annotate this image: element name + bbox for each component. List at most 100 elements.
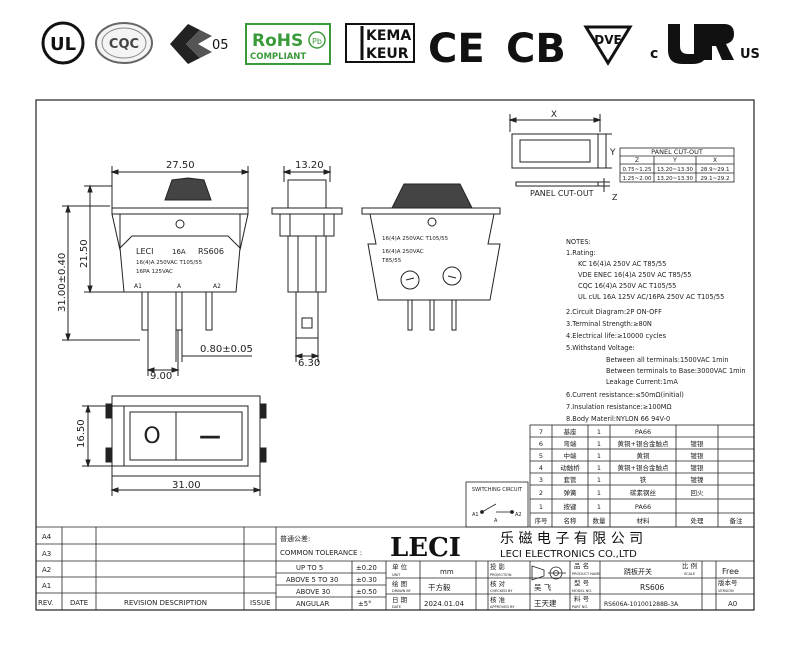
note-line: 7.Insulation resistance:≥100MΩ (566, 403, 672, 411)
vde-logo: DVE (583, 25, 633, 66)
note-line: VDE ENEC 16(4)A 250V AC T85/55 (578, 271, 691, 279)
drawn-label: 绘 图 (392, 579, 407, 588)
keur-text: KEUR (366, 46, 409, 62)
cutout-x-label: X (551, 110, 557, 120)
bom-header: 名称 (564, 516, 578, 525)
switching-circuit-title: SWITCHING CIRCUIT (472, 487, 523, 493)
bom-cell: 1 (597, 440, 601, 448)
note-line: UL cUL 16A 125V AC/16PA 250V AC T105/55 (578, 293, 724, 301)
cutout-r1-y: 13.20~13.30 (657, 167, 694, 173)
front-height-dim: 21.50 (79, 239, 90, 268)
note-line: 2.Circuit Diagram:2P ON-OFF (566, 308, 662, 316)
model-label-en: MODEL NO. (572, 589, 592, 593)
date-label: 日 期 (392, 596, 408, 604)
approved-label-en: APPROVED BY (490, 605, 515, 609)
switching-a2: A2 (515, 512, 522, 518)
bom-cell: 1 (539, 503, 543, 511)
checked-value: 吴 飞 (534, 583, 552, 592)
outer-frame (35, 99, 755, 611)
bom-cell: 回火 (691, 489, 705, 497)
bom-cell: 动触桥 (560, 463, 580, 472)
bom-cell: 弹簧 (564, 488, 578, 497)
tolerance-title: 普通公差: (280, 534, 310, 543)
notes-title: NOTES: (566, 238, 591, 246)
note-line: CQC 16(4)A 250V AC T105/55 (578, 282, 676, 290)
panel-cutout (508, 114, 612, 192)
bom-cell: 黄铜+银合金触点 (618, 439, 669, 448)
rohs-pb: Pb (312, 37, 322, 46)
rev-header: REV. (38, 599, 53, 607)
checked-label-en: CHECKED BY (490, 589, 513, 593)
tolerance-range: UP TO 5 (296, 564, 323, 572)
ce-logo: CE (428, 26, 485, 72)
drawn-label-en: DRAWN BY (392, 589, 412, 593)
part-label-en: PART NO. (572, 605, 588, 609)
terminal-pitch-dim: 9.00 (150, 371, 172, 382)
note-line: 8.Body Materil:NYLON 66 94V-0 (566, 415, 670, 423)
issue-header: ISSUE (250, 599, 271, 607)
switching-a: A (494, 518, 498, 524)
bom-cell: 1 (597, 503, 601, 511)
rear-label-line1: 16(4)A 250VAC T105/55 (382, 236, 449, 242)
tolerance-range: ABOVE 30 (296, 588, 330, 596)
company-logo: LECI (390, 533, 461, 563)
tolerance-value: ±0.50 (356, 588, 377, 596)
rear-label-line2: 16(4)A 250VAC (382, 249, 424, 255)
cb-text: CB (506, 26, 566, 72)
note-line: 4.Electrical life:≥10000 cycles (566, 332, 667, 340)
part-value: RS606A-101001288B-3A (604, 601, 679, 608)
kema-keur-logo: KEMA KEUR (345, 23, 415, 63)
rohs-compliant: COMPLIANT (250, 52, 306, 62)
ul-text: UL (50, 34, 76, 55)
note-line: Between all terminals:1500VAC 1min (606, 356, 729, 364)
cutout-table (619, 147, 735, 183)
label-model: RS606 (198, 247, 224, 256)
bom-header: 材料 (637, 516, 651, 525)
rear-view (361, 183, 501, 331)
curus-c: c (650, 46, 658, 62)
scale-value: Free (722, 567, 739, 576)
notes: NOTES: 1.Rating: KC 16(4)A 250V AC T85/5… (566, 238, 746, 423)
company-en: LECI ELECTRONICS CO.,LTD (500, 549, 637, 560)
bom-cell: 套管 (564, 475, 578, 484)
top-view (82, 395, 267, 496)
cutout-r1-z: 0.75~1.25 (622, 167, 652, 173)
bom-cell: 镀镍 (691, 475, 705, 484)
model-value: RS606 (640, 583, 665, 592)
cutout-y-label: Y (609, 148, 616, 158)
bom-header: 处理 (691, 516, 705, 525)
bom-cell: 黄铜+银合金触点 (618, 463, 669, 472)
bom-header: 序号 (535, 516, 549, 525)
cqc-text: CQC (109, 37, 139, 52)
off-symbol: O (143, 424, 160, 449)
bom-cell: 7 (539, 428, 543, 436)
note-line: 3.Terminal Strength:≥80N (566, 320, 652, 328)
on-symbol: — (199, 424, 221, 449)
label-rating: 16A (172, 248, 186, 256)
rev-a1: A1 (42, 582, 51, 590)
note-line: Between terminals to Base:3000VAC 1min (606, 367, 746, 375)
bom-cell: 弯端 (564, 439, 578, 448)
bom-cell: 按键 (564, 502, 578, 511)
bom-cell: 镀银 (691, 451, 705, 460)
ul-logo: UL (41, 21, 85, 65)
cutout-r2-z: 1.25~2.00 (622, 176, 652, 182)
date-header: DATE (70, 599, 88, 607)
bom-cell: 1 (597, 464, 601, 472)
ce-text: CE (428, 26, 485, 72)
front-width-dim: 27.50 (166, 160, 195, 171)
bom-cell: 2 (539, 489, 543, 497)
bom-cell: 铁 (640, 475, 647, 484)
checked-label: 核 对 (490, 579, 506, 588)
approved-label: 核 准 (490, 595, 506, 604)
note-line: KC 16(4)A 250V AC T85/55 (578, 260, 666, 268)
tolerance-value: ±5° (358, 600, 371, 608)
unit-value: mm (440, 568, 454, 576)
date-label-en: DATE (392, 605, 401, 609)
bom-cell: 3 (539, 476, 543, 484)
terminal-thickness-dim: 0.80±0.05 (200, 344, 253, 355)
cutout-caption: PANEL CUT-OUT (530, 189, 594, 198)
cutout-table-title: PANEL CUT-OUT (651, 148, 703, 156)
